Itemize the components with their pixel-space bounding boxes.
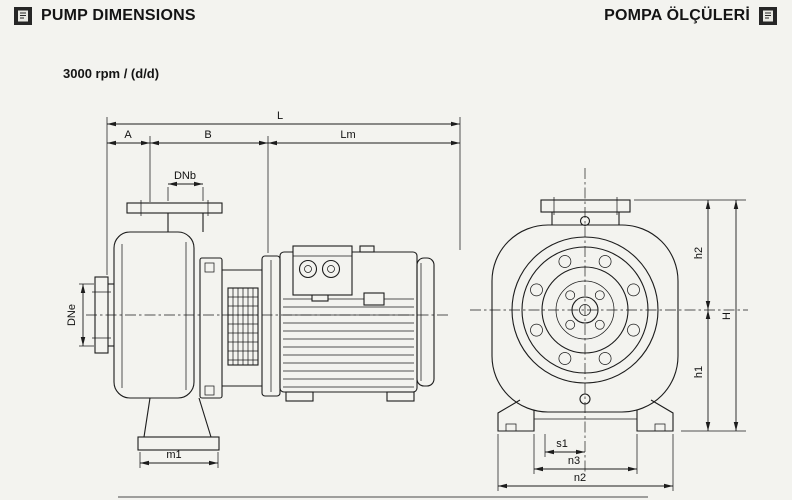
pump-foot <box>137 397 220 451</box>
motor-flange <box>261 255 281 397</box>
dim-label-n3: n3 <box>568 455 580 467</box>
discharge-flange-end <box>540 197 631 225</box>
cover-bolt-holes <box>530 255 640 365</box>
document-icon <box>14 7 32 25</box>
bearing-lantern <box>227 287 259 366</box>
dimension-L: L <box>106 110 461 275</box>
dimension-n3: n3 <box>533 434 638 474</box>
dim-label-s1: s1 <box>556 438 568 450</box>
dim-label-h1: h1 <box>693 366 705 378</box>
document-icon-glyph <box>18 10 28 22</box>
dimension-h2-h1-H: h2 h1 H <box>634 199 746 432</box>
dim-label-H: H <box>721 312 733 320</box>
dim-label-Lm: Lm <box>340 129 355 141</box>
page-title-tr: POMPA ÖLÇÜLERİ <box>604 7 750 24</box>
motor-foot <box>386 391 415 402</box>
hub-bolt-holes <box>565 290 605 330</box>
discharge-flange <box>126 200 223 232</box>
cable-gland <box>298 259 318 279</box>
header-left: PUMP DIMENSIONS <box>14 7 196 25</box>
dim-label-n2: n2 <box>574 472 586 484</box>
pump-side-view: L A B Lm DNb <box>66 110 461 468</box>
cable-gland <box>321 259 341 279</box>
page-title-en: PUMP DIMENSIONS <box>41 7 196 24</box>
dimension-m1: m1 <box>139 449 219 468</box>
dim-label-B: B <box>204 129 211 141</box>
speed-label: 3000 rpm / (d/d) <box>63 66 160 81</box>
dim-label-L: L <box>277 110 283 122</box>
header-right: POMPA ÖLÇÜLERİ <box>604 7 777 25</box>
dimension-A-B-Lm: A B Lm <box>107 129 460 253</box>
pump-end-view: h2 h1 H s1 n3 n2 <box>470 168 748 491</box>
dim-label-m1: m1 <box>166 449 181 461</box>
document-icon-glyph <box>763 10 773 22</box>
motor-foot <box>285 391 314 402</box>
lifting-lug <box>359 245 375 253</box>
dimension-s1: s1 <box>544 434 585 457</box>
motor-nameplate <box>363 292 385 306</box>
dim-label-h2: h2 <box>693 247 705 259</box>
fan-cover <box>416 257 435 387</box>
pump-feet-end <box>497 399 674 432</box>
terminal-box <box>292 245 353 296</box>
casing-backplate <box>199 257 262 399</box>
dim-label-A: A <box>124 129 132 141</box>
electric-motor <box>279 245 435 402</box>
document-icon <box>759 7 777 25</box>
dimension-DNb: DNb <box>167 170 204 201</box>
dim-label-DNe: DNe <box>66 304 78 326</box>
dimension-DNe: DNe <box>66 283 94 347</box>
dimension-n2: n2 <box>497 434 674 491</box>
dim-label-DNb: DNb <box>174 170 196 182</box>
